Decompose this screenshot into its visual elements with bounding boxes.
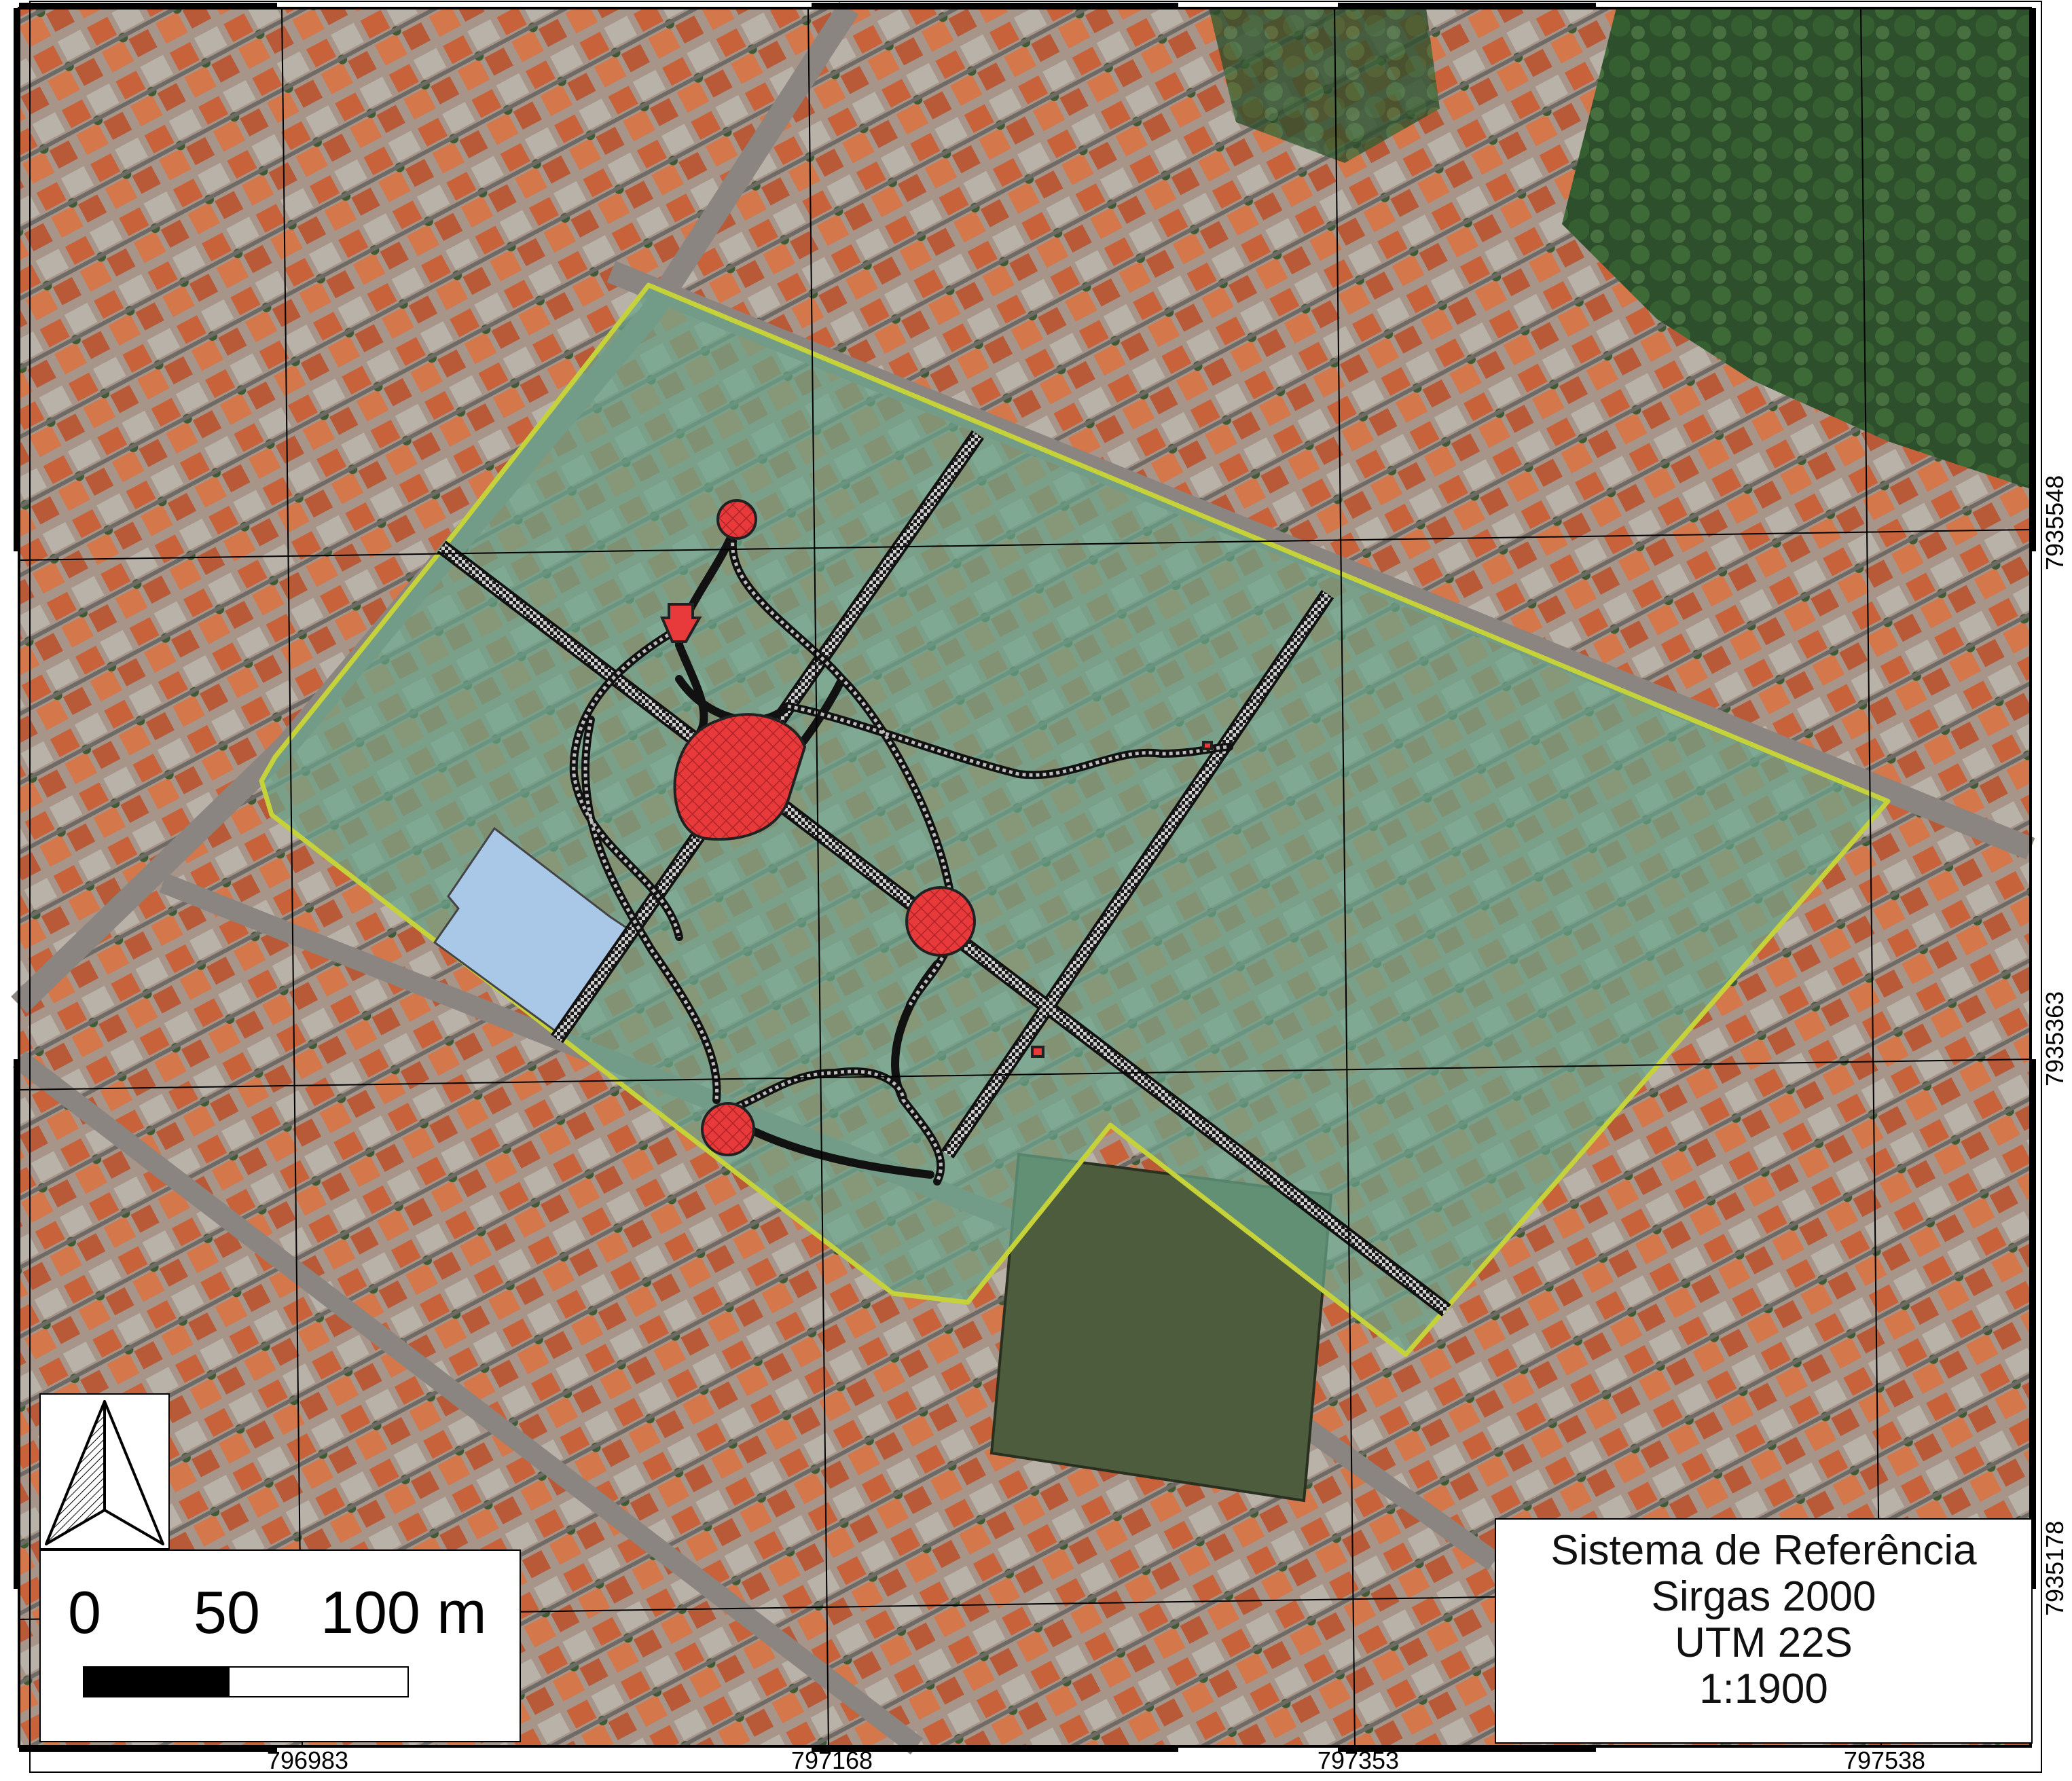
impact-point-central (673, 713, 807, 841)
scale-bar-segment-black (83, 1666, 228, 1697)
north-arrow-icon (45, 1400, 164, 1545)
scale-bar-box: 0 50 100 m (39, 1549, 521, 1742)
y-label-1: 7935548 (2041, 475, 2069, 570)
study-area-polygon (259, 282, 1891, 1357)
forest-patch-n (1209, 8, 1440, 163)
scale-label-50: 50 (194, 1579, 260, 1646)
reference-datum: Sirgas 2000 (1651, 1573, 1876, 1620)
impact-point-east (905, 886, 976, 957)
x-label-3: 797353 (1317, 1746, 1400, 1774)
outer-frame-border (29, 1, 2042, 1773)
frame-ticks (14, 3, 2036, 1752)
reference-projection: UTM 22S (1675, 1619, 1853, 1666)
y-label-3: 7935178 (2041, 1520, 2069, 1616)
building-area-polygon (433, 826, 630, 1034)
impact-point-south (701, 1102, 755, 1156)
north-arrow-box (39, 1393, 170, 1549)
structure-marker (659, 603, 702, 643)
reference-scale: 1:1900 (1699, 1666, 1828, 1712)
small-marker-east (1202, 741, 1213, 750)
x-label-4: 797538 (1843, 1746, 1926, 1774)
y-label-2: 7935363 (2041, 991, 2069, 1086)
small-marker-south (1031, 1046, 1044, 1058)
x-label-1: 796983 (266, 1746, 349, 1774)
x-label-2: 797168 (790, 1746, 873, 1774)
reference-system-title: Sistema de Referência (1550, 1527, 1977, 1574)
scale-label-0: 0 (68, 1579, 101, 1646)
reference-system-box: Sistema de Referência Sirgas 2000 UTM 22… (1495, 1518, 2033, 1744)
impact-point-north (716, 499, 757, 540)
forest-patch-ne (1562, 8, 2031, 489)
impact-points (659, 499, 1213, 1156)
scale-label-100: 100 m (321, 1579, 487, 1646)
scale-bar-segment-white (228, 1666, 409, 1697)
curved-trails-texture (572, 522, 1230, 1183)
